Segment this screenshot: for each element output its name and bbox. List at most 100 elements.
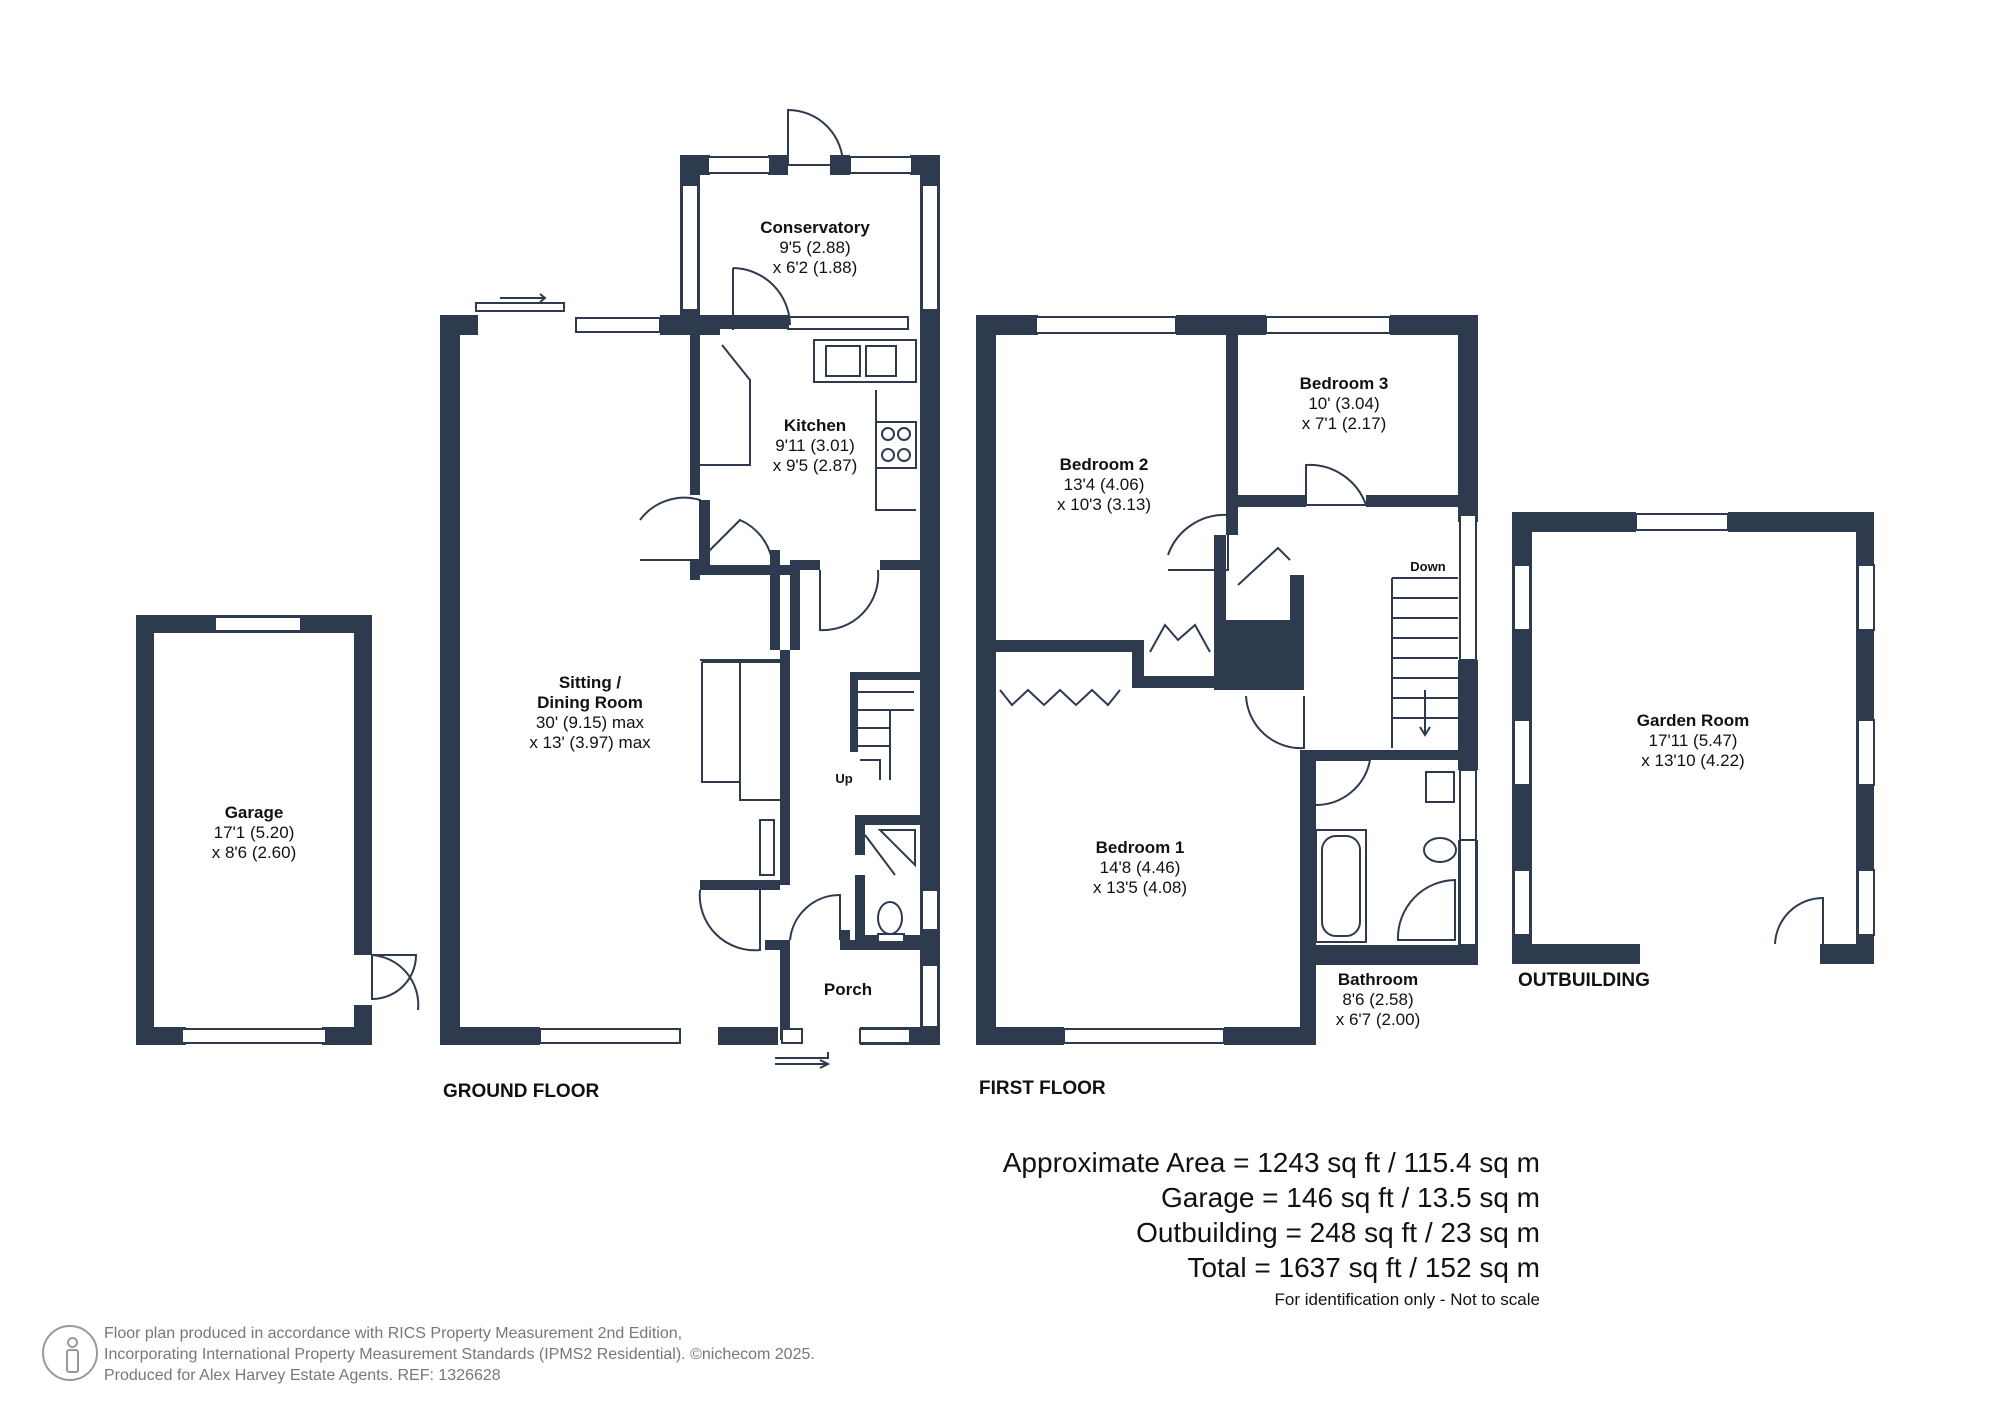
bedroom3-name: Bedroom 3 xyxy=(1300,374,1389,393)
kitchen-window xyxy=(787,316,909,330)
first-floor-stairs xyxy=(1391,577,1458,748)
sitting-name-line2: Dining Room xyxy=(537,693,643,712)
footer-line-1: Floor plan produced in accordance with R… xyxy=(104,1325,683,1342)
garden-room-name: Garden Room xyxy=(1637,711,1749,730)
kitchen-dim2: x 9'5 (2.87) xyxy=(773,456,858,475)
bedroom3-door xyxy=(1305,463,1368,506)
sitting-name-line1: Sitting / xyxy=(559,673,622,692)
hob-ring-icon xyxy=(881,427,895,441)
kitchen-worktop xyxy=(875,390,916,511)
wc-basin xyxy=(877,829,916,868)
hob-ring-icon xyxy=(897,448,911,462)
ground-floor-label: GROUND FLOOR xyxy=(443,1081,599,1102)
garage-door-swing xyxy=(371,954,420,1011)
conservatory-window-right xyxy=(921,184,939,311)
sink-drainer-icon xyxy=(865,345,897,377)
sitting-window-top xyxy=(575,317,661,333)
conservatory-dim2: x 6'2 (1.88) xyxy=(773,258,858,277)
front-door-arrow xyxy=(775,1052,831,1069)
garden-room-window-left-2 xyxy=(1513,719,1531,786)
sitting-patio-door xyxy=(475,302,565,312)
garden-room-dim1: 17'11 (5.47) xyxy=(1649,731,1738,750)
first-floor-walls xyxy=(976,315,1478,1045)
footer-text: Floor plan produced in accordance with R… xyxy=(104,1323,815,1386)
bathroom-dim1: 8'6 (2.58) xyxy=(1342,990,1413,1009)
bathroom-window-bottom xyxy=(1459,839,1477,946)
bath-basin-icon xyxy=(1425,771,1455,803)
hall-window-internal xyxy=(759,819,775,876)
bedroom2-dim2: x 10'3 (3.13) xyxy=(1057,495,1151,514)
garage-door-window xyxy=(181,1028,327,1044)
footer-line-3: Produced for Alex Harvey Estate Agents. … xyxy=(104,1367,501,1384)
garden-room-window-right-2 xyxy=(1857,719,1875,786)
bedroom1-dim2: x 13'5 (4.08) xyxy=(1093,878,1187,897)
bathroom-dim2: x 6'7 (2.00) xyxy=(1336,1010,1421,1029)
outbuilding-label: OUTBUILDING xyxy=(1518,970,1650,991)
cupboard-door xyxy=(1237,546,1291,586)
conservatory-door xyxy=(787,108,845,166)
porch-window-bottom xyxy=(859,1028,911,1044)
bedroom3-dim2: x 7'1 (2.17) xyxy=(1302,414,1387,433)
bedroom2-wardrobe-doors xyxy=(1149,623,1211,653)
garden-room-door xyxy=(1774,896,1824,945)
bathroom-name: Bathroom xyxy=(1338,970,1418,989)
conservatory-dim1: 9'5 (2.88) xyxy=(779,238,850,257)
garage-walls xyxy=(136,615,372,1045)
bathroom-door xyxy=(1315,759,1372,806)
garage-dim2: x 8'6 (2.60) xyxy=(212,843,297,862)
bedroom1-dim1: 14'8 (4.46) xyxy=(1100,858,1181,877)
porch-name: Porch xyxy=(824,980,872,999)
hob-ring-icon xyxy=(897,427,911,441)
kitchen-worktop-left xyxy=(700,344,751,466)
garden-room-window-left-3 xyxy=(1513,869,1531,936)
wc-toilet xyxy=(877,901,903,935)
wc-door xyxy=(864,834,896,876)
wc-window xyxy=(921,889,939,931)
bedroom1-window xyxy=(1063,1028,1225,1044)
kitchen-dim1: 9'11 (3.01) xyxy=(775,436,854,455)
garage-window-top xyxy=(214,616,302,632)
area-total: Total = 1637 sq ft / 152 sq m xyxy=(1187,1252,1540,1283)
patio-arrow xyxy=(500,293,547,303)
sitting-chimney-breast xyxy=(700,659,780,800)
garage-name: Garage xyxy=(225,803,284,822)
garden-room-dim2: x 13'10 (4.22) xyxy=(1641,751,1744,770)
sitting-hall-door xyxy=(698,889,761,952)
bedroom1-name: Bedroom 1 xyxy=(1096,838,1185,857)
front-door-frame xyxy=(781,1028,803,1044)
conservatory-window-top-right xyxy=(849,156,913,174)
porch-door xyxy=(789,893,841,941)
sitting-dim1: 30' (9.15) max xyxy=(536,713,645,732)
bedroom1-wardrobe-doors xyxy=(999,688,1121,707)
bath-inner xyxy=(1321,835,1361,937)
hob-icon xyxy=(875,421,917,469)
sitting-door xyxy=(639,496,701,561)
bedroom2-window xyxy=(1035,316,1177,334)
garden-room-window-left-1 xyxy=(1513,564,1531,631)
conservatory-name: Conservatory xyxy=(760,218,870,237)
porch-window xyxy=(921,964,939,1028)
stairs-up-label: Up xyxy=(835,771,852,786)
conservatory-window-top-left xyxy=(707,156,771,174)
bedroom2-name: Bedroom 2 xyxy=(1060,455,1149,474)
footer-line-2: Incorporating International Property Mea… xyxy=(104,1346,815,1363)
shower-icon xyxy=(1396,878,1456,941)
stairs-down-label: Down xyxy=(1410,559,1445,574)
bathroom-window-top xyxy=(1459,769,1477,841)
landing-window xyxy=(1459,514,1477,661)
bedroom2-door xyxy=(1167,513,1229,571)
hall-door xyxy=(699,518,773,561)
area-garage: Garage = 146 sq ft / 13.5 sq m xyxy=(1161,1182,1540,1213)
accessibility-person-icon xyxy=(42,1325,98,1381)
garage-side-door xyxy=(371,954,418,1001)
bath-toilet-icon xyxy=(1423,837,1457,863)
first-floor-label: FIRST FLOOR xyxy=(979,1078,1106,1099)
bedroom1-door xyxy=(1245,695,1305,750)
wc-cistern xyxy=(877,933,905,943)
bedroom3-dim1: 10' (3.04) xyxy=(1308,394,1379,413)
hob-ring-icon xyxy=(881,448,895,462)
garage-dim1: 17'1 (5.20) xyxy=(214,823,295,842)
ground-stairs xyxy=(858,691,914,780)
garden-room-window-right-3 xyxy=(1857,869,1875,936)
